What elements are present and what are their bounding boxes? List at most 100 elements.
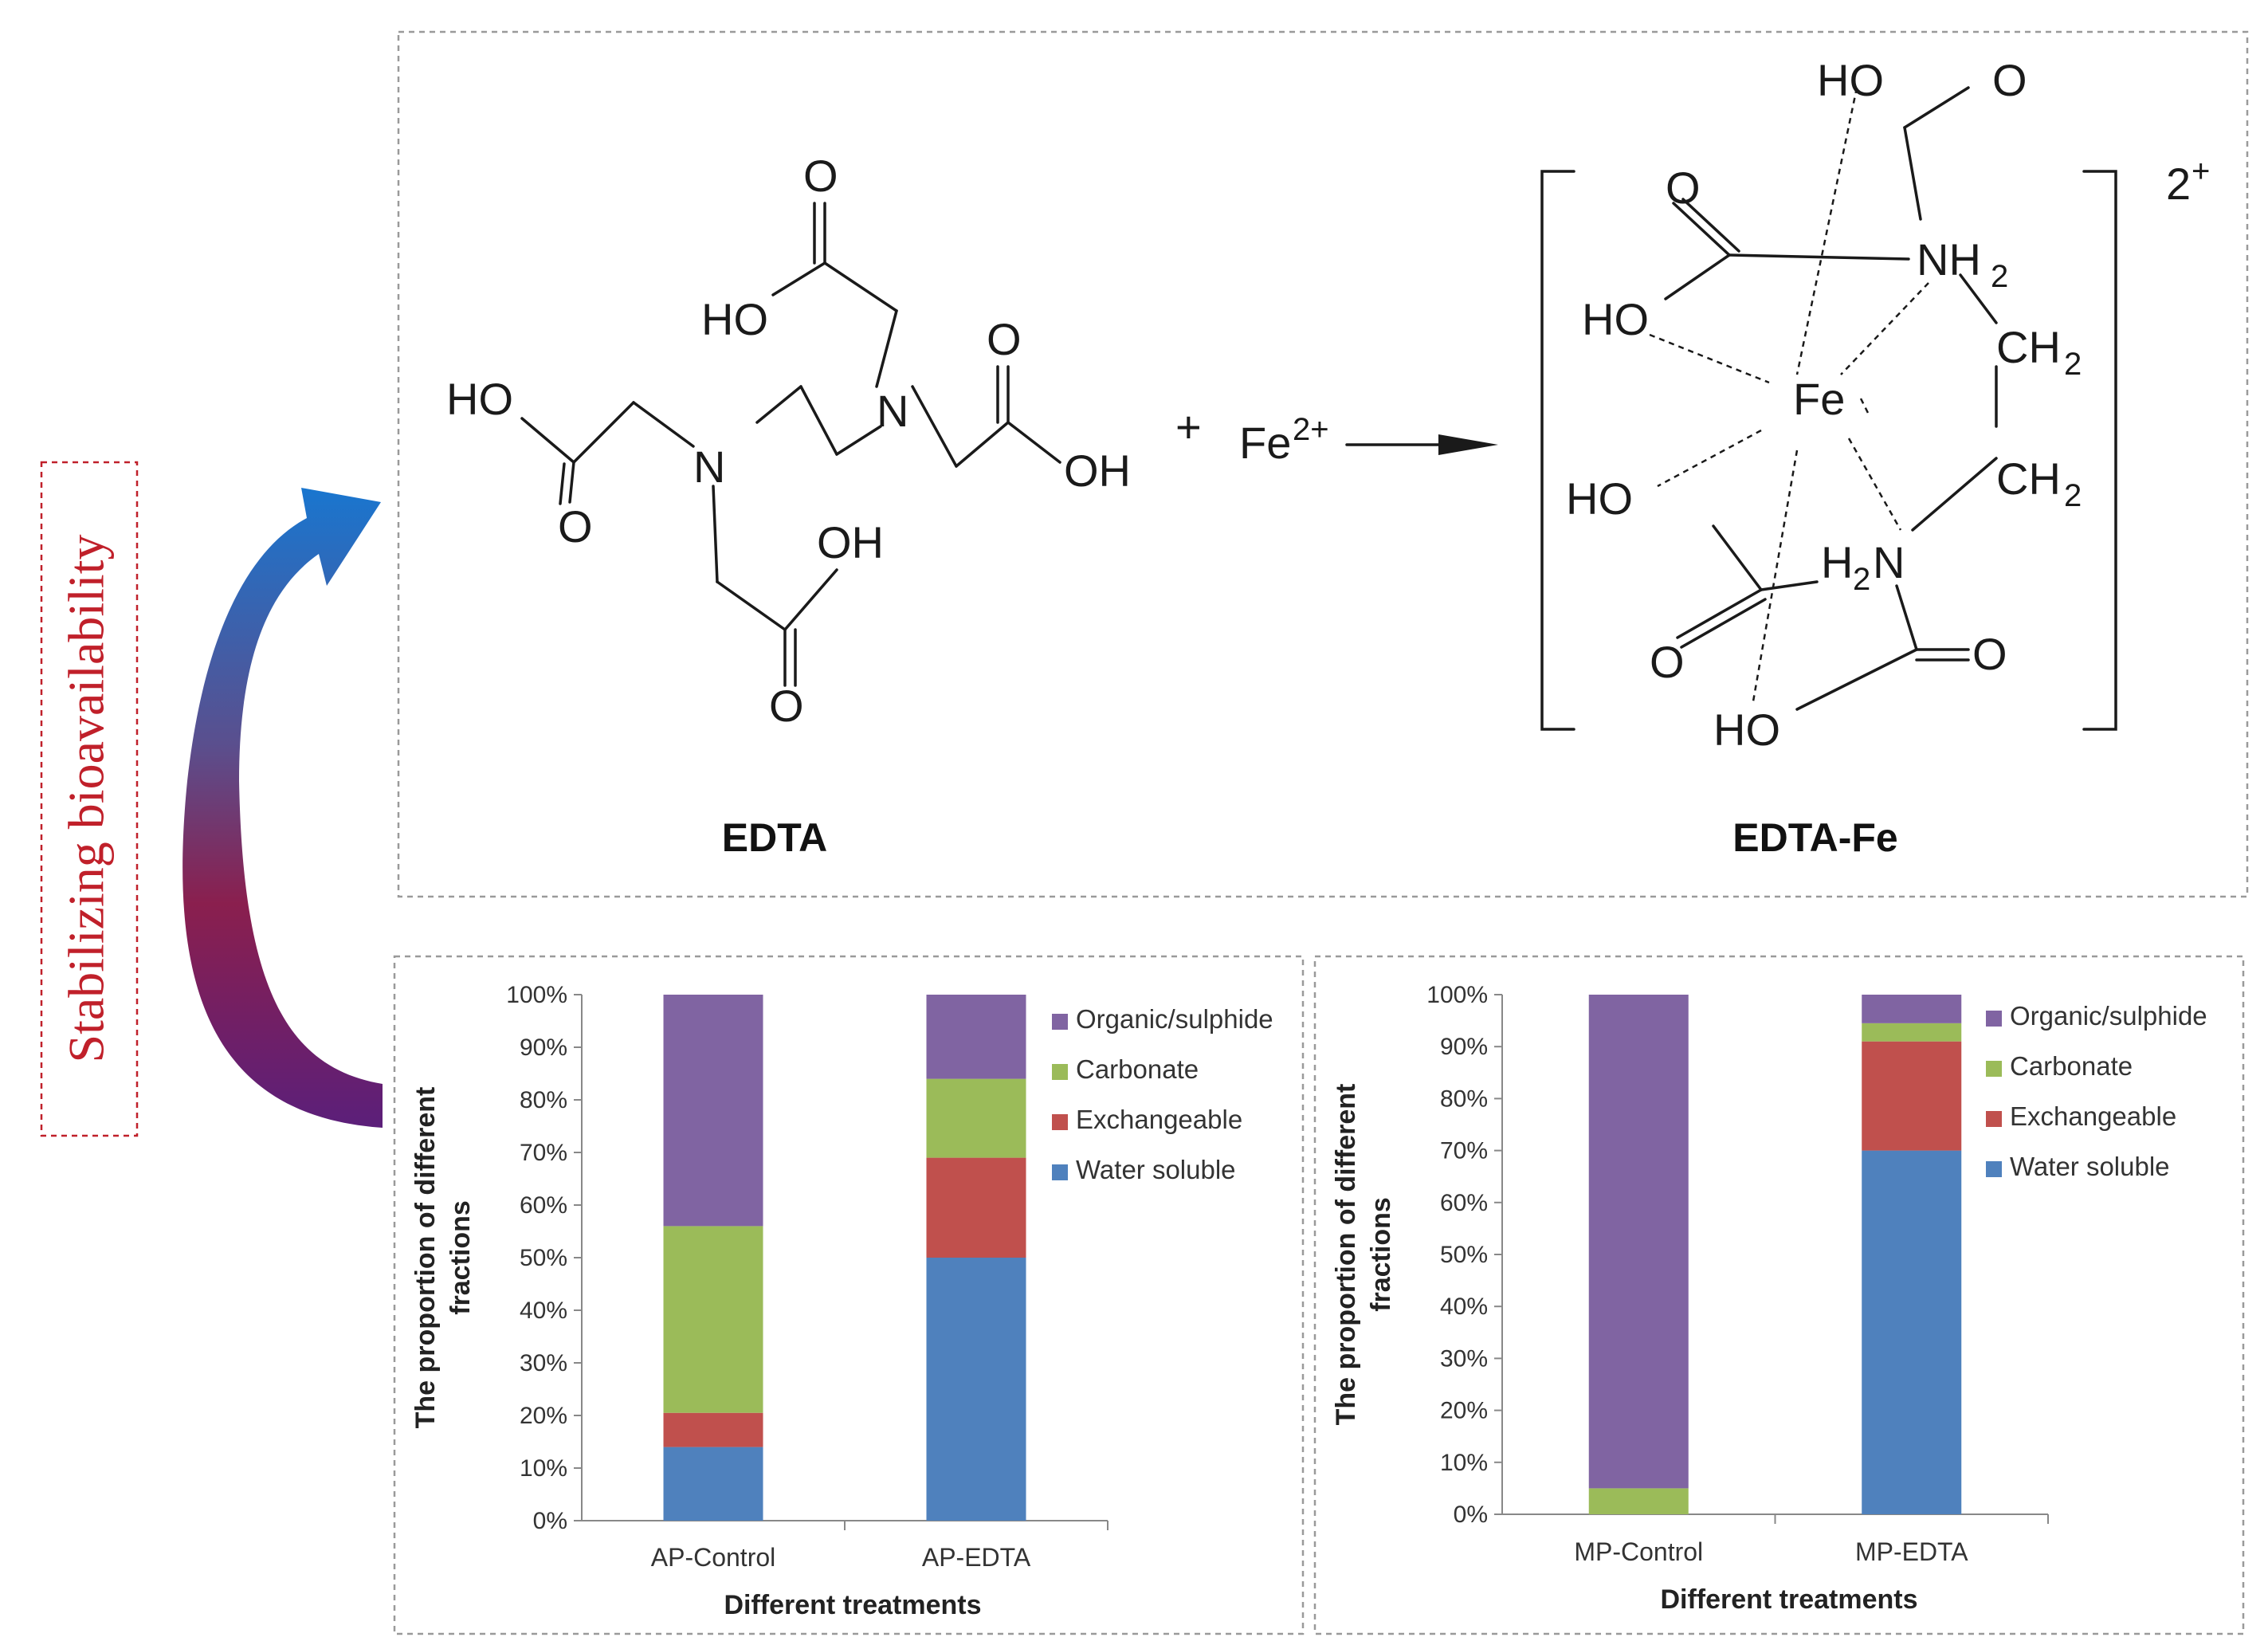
legend-label: Water soluble — [1076, 1155, 1236, 1184]
atom-subscript: 2 — [1853, 562, 1870, 597]
side-label-group: Stabilizing bioavailability — [40, 461, 139, 1137]
y-tick-label: 40% — [1440, 1294, 1488, 1320]
legend-label: Carbonate — [2010, 1051, 2133, 1081]
atom-label: Fe — [1793, 374, 1845, 424]
legend-swatch — [1052, 1014, 1068, 1030]
y-tick-label: 60% — [520, 1192, 567, 1219]
y-tick-label: 20% — [520, 1403, 567, 1429]
edta-fe-complex: 2 + HO O O NH 2 HO CH 2 — [1540, 55, 2210, 755]
edta-caption: EDTA — [722, 815, 827, 860]
legend-swatch — [1986, 1161, 2002, 1177]
chart-left-frame — [393, 955, 1305, 1635]
atom-label: NH — [1917, 234, 1981, 285]
legend-swatch — [1052, 1114, 1068, 1130]
atom-label: O — [1972, 629, 2007, 679]
edta-fe-caption: EDTA-Fe — [1732, 815, 1897, 860]
y-tick-label: 50% — [1440, 1242, 1488, 1268]
atom-label: HO — [1566, 473, 1633, 524]
x-category-label: AP-Control — [651, 1543, 776, 1572]
legend-label: Exchangeable — [1076, 1105, 1242, 1134]
bar-segment-carbonate — [926, 1078, 1026, 1158]
legend-label: Organic/sulphide — [2010, 1001, 2207, 1031]
y-tick-label: 100% — [1426, 982, 1488, 1008]
complex-charge: 2 — [2166, 159, 2191, 209]
atom-label: N — [693, 442, 725, 492]
atom-label: HO — [1713, 705, 1780, 755]
atom-label: OH — [817, 517, 884, 567]
bar-segment-carbonate — [1588, 1488, 1689, 1514]
legend-swatch — [1986, 1061, 2002, 1077]
x-category-label: MP-EDTA — [1855, 1537, 1968, 1566]
y-tick-label: 50% — [520, 1245, 567, 1271]
atom-label: N — [1873, 537, 1905, 587]
bar-segment-carbonate — [1862, 1023, 1962, 1042]
y-tick-label: 90% — [520, 1035, 567, 1061]
left-bracket — [1540, 170, 1575, 731]
atom-subscript: 2 — [2064, 478, 2082, 513]
y-tick-label: 20% — [1440, 1398, 1488, 1424]
bar-segment-exchangeable — [926, 1157, 1026, 1258]
atom-label: HO — [1582, 294, 1649, 344]
y-tick-label: 80% — [520, 1087, 567, 1113]
x-category-label: MP-Control — [1574, 1537, 1703, 1566]
y-tick-label: 10% — [520, 1455, 567, 1482]
y-tick-label: 10% — [1440, 1450, 1488, 1476]
y-tick-label: 30% — [520, 1350, 567, 1376]
x-axis-title: Different treatments — [1660, 1584, 1917, 1615]
complex-charge-plus: + — [2191, 154, 2210, 189]
side-label: Stabilizing bioavailability — [58, 535, 115, 1063]
atom-label: HO — [701, 294, 768, 344]
bar-segment-exchangeable — [663, 1412, 763, 1447]
atom-label: N — [877, 386, 908, 436]
legend-swatch — [1986, 1011, 2002, 1027]
atom-label: CH — [1996, 453, 2061, 504]
atom-label: O — [558, 501, 593, 552]
legend-swatch — [1052, 1064, 1068, 1080]
y-tick-label: 0% — [1454, 1502, 1488, 1528]
legend-swatch — [1986, 1111, 2002, 1127]
x-category-label: AP-EDTA — [922, 1543, 1031, 1572]
bar-segment-organic-sulphide — [1588, 995, 1689, 1489]
y-tick-label: 60% — [1440, 1190, 1488, 1216]
y-tick-label: 30% — [1440, 1345, 1488, 1372]
bar-segment-carbonate — [663, 1226, 763, 1413]
atom-label: O — [803, 151, 838, 201]
legend-label: Exchangeable — [2010, 1101, 2176, 1131]
bar-segment-organic-sulphide — [926, 995, 1026, 1079]
y-tick-label: 70% — [520, 1140, 567, 1166]
y-tick-label: 70% — [1440, 1138, 1488, 1164]
atom-label: O — [1650, 637, 1685, 687]
bar-segment-water-soluble — [663, 1447, 763, 1521]
bar-segment-water-soluble — [926, 1258, 1026, 1521]
atom-label: O — [1666, 163, 1701, 213]
legend-swatch — [1052, 1164, 1068, 1180]
y-tick-label: 0% — [533, 1508, 567, 1534]
atom-label: OH — [1064, 446, 1131, 496]
y-tick-label: 90% — [1440, 1034, 1488, 1060]
bar-segment-water-soluble — [1862, 1150, 1962, 1514]
atom-label: HO — [1817, 55, 1884, 105]
edta-structure: HO O N N HO O O OH OH O — [446, 151, 1131, 731]
right-bracket — [2082, 170, 2117, 731]
chart-ap: 0%10%20%30%40%50%60%70%80%90%100%AP-Cont… — [410, 982, 1273, 1620]
fe-ion-symbol: Fe — [1239, 418, 1291, 468]
legend-label: Organic/sulphide — [1076, 1004, 1273, 1034]
atom-subscript: 2 — [2064, 347, 2082, 382]
y-tick-label: 80% — [1440, 1086, 1488, 1112]
plus-sign: + — [1175, 402, 1202, 452]
atom-label: O — [1992, 55, 2027, 105]
atom-label: CH — [1996, 322, 2061, 372]
fe-ion-charge: 2+ — [1293, 412, 1329, 447]
chart-mp: 0% 10% 20% 30% 40% 50% 60% 70% 80% 90% 100% MP-Cont… — [1331, 982, 2207, 1615]
legend-label: Carbonate — [1076, 1054, 1199, 1084]
chart-right-frame — [1313, 955, 2245, 1635]
atom-label: H — [1821, 537, 1853, 587]
legend-label: Water soluble — [2010, 1152, 2170, 1181]
bar-segment-organic-sulphide — [663, 995, 763, 1227]
reaction-middle: + Fe 2+ — [1175, 402, 1498, 468]
curved-arrow-icon — [182, 488, 383, 1128]
y-tick-label: 100% — [506, 982, 567, 1008]
